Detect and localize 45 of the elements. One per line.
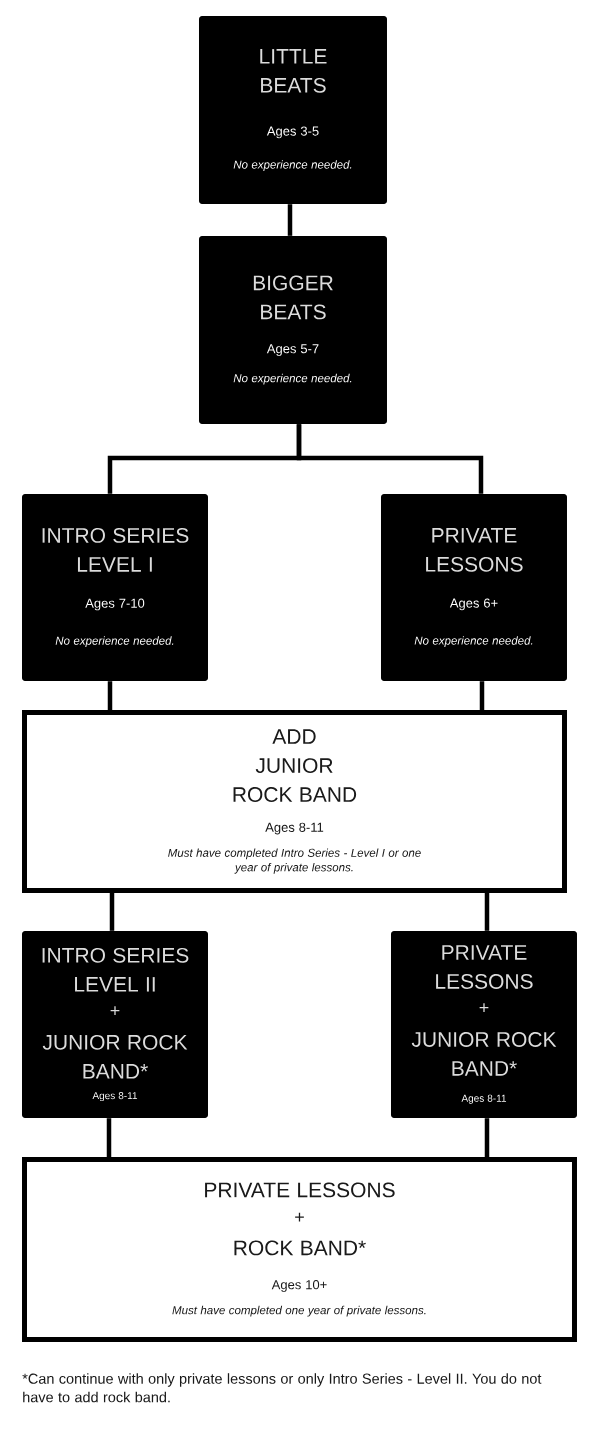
age-range: Ages 8-11 [92,1092,138,1102]
connector-line [109,893,115,931]
connector-line [479,681,485,710]
program-box [22,494,208,681]
plus-sign: + [110,1006,120,1015]
footnote: *Can continue with only private lessons or only Intro Series - Level II. You do not have to add rock band. [22,1373,542,1403]
box-title: BIGGER BEATS [253,275,333,320]
connector-line [287,204,293,236]
connector-line [296,424,484,494]
requirement-note: No experience needed. [414,636,533,647]
box-title: INTRO SERIES LEVEL II [42,947,189,992]
connector-line [484,1118,490,1157]
age-range: Ages 8-11 [265,822,324,835]
age-range: Ages 7-10 [85,598,145,611]
program-box [391,931,577,1118]
connector-line [107,681,113,710]
program-box [199,16,387,204]
box-title: LITTLE BEATS [260,49,327,93]
box-title: JUNIOR ROCK BAND* [411,1032,557,1076]
requirement-note: Must have completed one year of private lessons. [172,1305,426,1317]
box-title: PRIVATE LESSONS [426,528,523,572]
box-title: JUNIOR ROCK BAND* [42,1034,188,1079]
age-range: Ages 6+ [449,598,498,611]
requirement-note: No experience needed. [233,373,352,385]
age-range: Ages 3-5 [266,126,319,139]
box-title: INTRO SERIES LEVEL I [42,528,189,572]
plus-sign: + [295,1212,304,1222]
program-box [22,1157,577,1342]
program-box [22,931,208,1118]
connector-line [106,1118,112,1157]
box-title: PRIVATE LESSONS [205,1182,395,1198]
requirement-note: No experience needed. [55,636,174,648]
box-title: PRIVATE LESSONS [436,945,533,989]
connector-line [484,893,490,931]
requirement-note: Must have completed Intro Series - Level I or one year of private lessons. [168,848,421,874]
plus-sign: + [479,1003,489,1013]
age-range: Ages 8-11 [461,1094,507,1104]
age-range: Ages 10+ [271,1280,327,1292]
age-range: Ages 5-7 [266,344,319,356]
program-box [381,494,567,681]
program-box [199,236,387,424]
program-box [22,710,567,893]
box-title: ROCK BAND* [234,1240,366,1256]
box-title: ADD JUNIOR ROCK BAND [233,729,357,802]
requirement-note: No experience needed. [233,160,352,171]
